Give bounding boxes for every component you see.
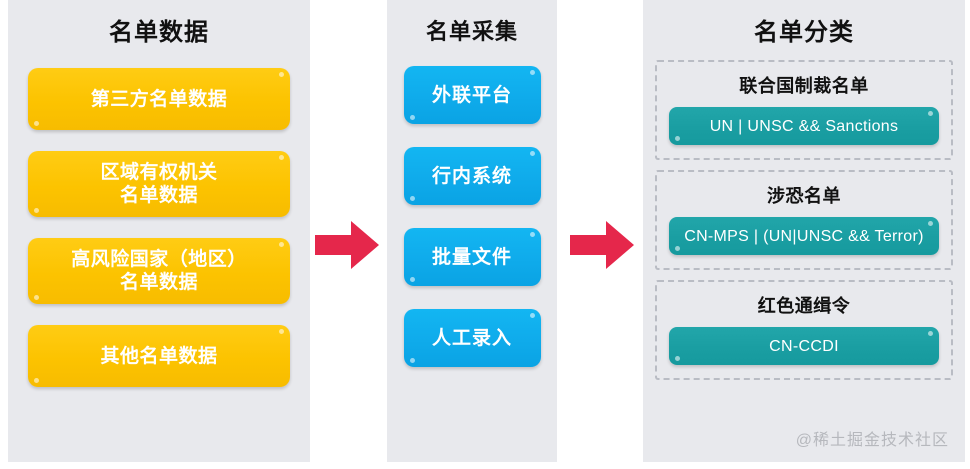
classification-groups: 联合国制裁名单 UN | UNSC && Sanctions 涉恐名单 CN-M… [643, 60, 965, 381]
group-title-red-notice: 红色通缉令 [757, 296, 851, 317]
list-data-items: 第三方名单数据 区域有权机关 名单数据 高风险国家（地区） 名单数据 其他名单数… [8, 68, 310, 388]
collection-item-manual-entry[interactable]: 人工录入 [403, 309, 541, 368]
classification-tag-un-sanctions[interactable]: UN | UNSC && Sanctions [669, 107, 939, 146]
group-title-terror: 涉恐名单 [767, 186, 841, 207]
group-title-un-sanctions: 联合国制裁名单 [739, 76, 869, 97]
list-item-other-list-data[interactable]: 其他名单数据 [28, 325, 290, 388]
panel-title-list-collection: 名单采集 [425, 19, 518, 44]
classification-tag-terror[interactable]: CN-MPS | (UN|UNSC && Terror) [669, 217, 939, 256]
panel-title-list-classification: 名单分类 [754, 19, 854, 46]
list-item-regional-authority-data[interactable]: 区域有权机关 名单数据 [28, 151, 290, 218]
panel-list-classification: 名单分类 联合国制裁名单 UN | UNSC && Sanctions 涉恐名单… [643, 0, 965, 462]
arrow-collection-to-classification [570, 219, 634, 271]
panel-title-list-data: 名单数据 [109, 19, 209, 46]
list-item-third-party-data[interactable]: 第三方名单数据 [28, 68, 290, 131]
classification-group-red-notice: 红色通缉令 CN-CCDI [655, 280, 953, 381]
classification-tag-red-notice[interactable]: CN-CCDI [669, 327, 939, 366]
collection-item-external-platform[interactable]: 外联平台 [403, 66, 541, 125]
collection-item-batch-file[interactable]: 批量文件 [403, 228, 541, 287]
classification-group-un-sanctions: 联合国制裁名单 UN | UNSC && Sanctions [655, 60, 953, 161]
panel-list-collection: 名单采集 外联平台 行内系统 批量文件 人工录入 [387, 0, 557, 462]
classification-group-terror: 涉恐名单 CN-MPS | (UN|UNSC && Terror) [655, 170, 953, 271]
arrow-data-to-collection [315, 219, 379, 271]
collection-item-internal-system[interactable]: 行内系统 [403, 147, 541, 206]
panel-list-data: 名单数据 第三方名单数据 区域有权机关 名单数据 高风险国家（地区） 名单数据 … [8, 0, 310, 462]
list-item-high-risk-country-data[interactable]: 高风险国家（地区） 名单数据 [28, 238, 290, 305]
watermark-text: @稀土掘金技术社区 [795, 432, 949, 449]
list-collection-items: 外联平台 行内系统 批量文件 人工录入 [387, 66, 557, 368]
